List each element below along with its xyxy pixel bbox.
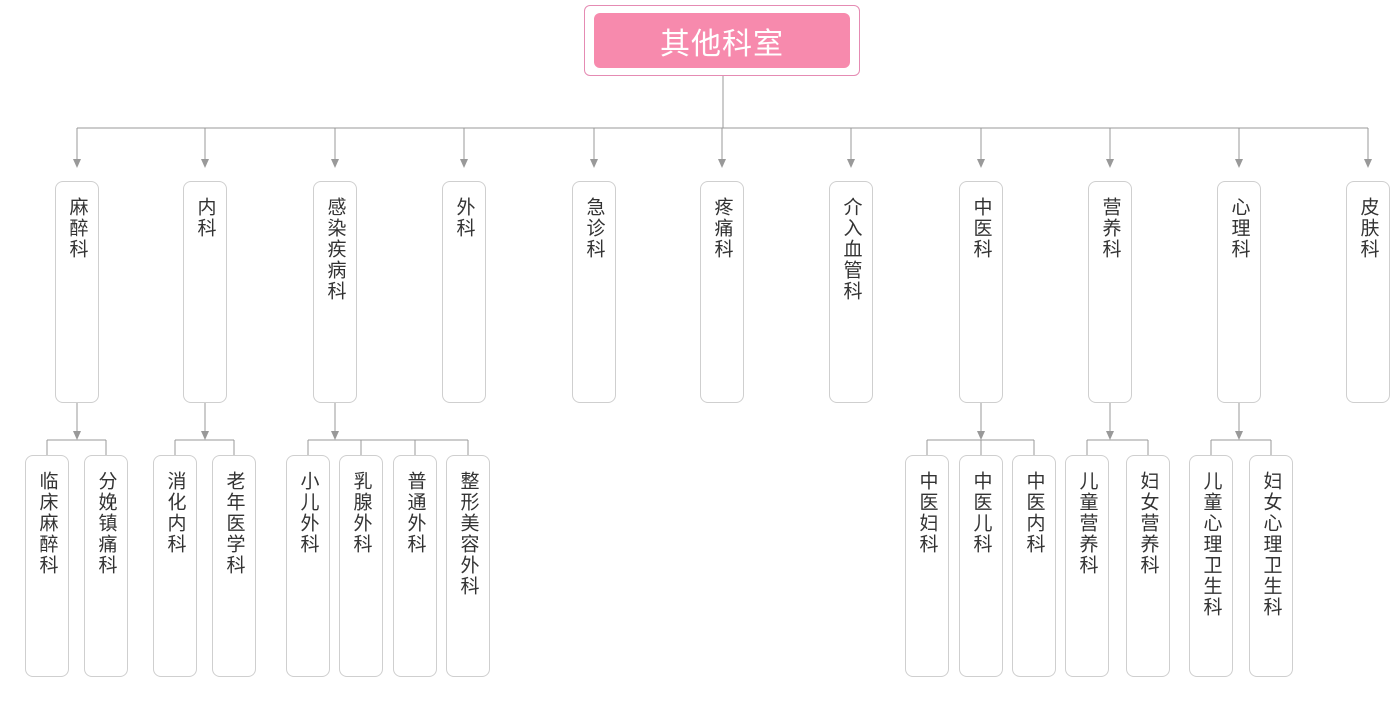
sub-department-node: 整形美容外科	[446, 455, 490, 677]
dept-arrow	[201, 159, 209, 168]
department-node-label: 皮肤科	[1357, 197, 1380, 260]
dept-arrow	[460, 159, 468, 168]
sub-department-node: 消化内科	[153, 455, 197, 677]
sub-department-node-label: 整形美容外科	[457, 471, 480, 597]
sub-department-node-label: 分娩镇痛科	[95, 471, 118, 576]
department-node: 中医科	[959, 181, 1003, 403]
sub-department-node-label: 儿童营养科	[1076, 471, 1099, 576]
sub-department-node: 分娩镇痛科	[84, 455, 128, 677]
dept-arrow	[977, 159, 985, 168]
sub-arrow	[331, 431, 339, 440]
dept-arrow	[73, 159, 81, 168]
department-node-label: 外科	[453, 197, 476, 239]
department-node: 麻醉科	[55, 181, 99, 403]
sub-department-node-label: 中医儿科	[970, 471, 993, 555]
sub-department-node: 儿童营养科	[1065, 455, 1109, 677]
sub-department-node-label: 小儿外科	[297, 471, 320, 555]
department-node: 疼痛科	[700, 181, 744, 403]
root-node-label: 其他科室	[594, 13, 850, 68]
sub-arrow	[201, 431, 209, 440]
sub-department-node: 妇女营养科	[1126, 455, 1170, 677]
sub-department-node: 小儿外科	[286, 455, 330, 677]
sub-department-node-label: 消化内科	[164, 471, 187, 555]
department-node-label: 感染疾病科	[324, 197, 347, 302]
sub-department-node: 乳腺外科	[339, 455, 383, 677]
sub-department-node: 普通外科	[393, 455, 437, 677]
sub-arrow	[977, 431, 985, 440]
dept-arrow	[331, 159, 339, 168]
dept-arrow	[1106, 159, 1114, 168]
department-node-label: 心理科	[1228, 197, 1251, 260]
root-node: 其他科室	[584, 5, 860, 76]
department-node: 心理科	[1217, 181, 1261, 403]
sub-arrow	[73, 431, 81, 440]
sub-department-node: 中医妇科	[905, 455, 949, 677]
department-node-label: 急诊科	[583, 197, 606, 260]
department-node: 介入血管科	[829, 181, 873, 403]
sub-department-node: 中医儿科	[959, 455, 1003, 677]
sub-department-node: 儿童心理卫生科	[1189, 455, 1233, 677]
sub-department-node-label: 中医内科	[1023, 471, 1046, 555]
department-node-label: 疼痛科	[711, 197, 734, 260]
department-node: 内科	[183, 181, 227, 403]
dept-arrow	[1364, 159, 1372, 168]
department-node: 急诊科	[572, 181, 616, 403]
sub-department-node-label: 老年医学科	[223, 471, 246, 576]
sub-department-node-label: 妇女营养科	[1137, 471, 1160, 576]
department-node: 营养科	[1088, 181, 1132, 403]
sub-department-node: 中医内科	[1012, 455, 1056, 677]
department-node: 感染疾病科	[313, 181, 357, 403]
department-node-label: 介入血管科	[840, 197, 863, 302]
sub-department-node-label: 中医妇科	[916, 471, 939, 555]
sub-department-node: 临床麻醉科	[25, 455, 69, 677]
sub-department-node: 妇女心理卫生科	[1249, 455, 1293, 677]
dept-arrow	[1235, 159, 1243, 168]
department-node-label: 麻醉科	[66, 197, 89, 260]
dept-arrow	[590, 159, 598, 168]
sub-department-node-label: 乳腺外科	[350, 471, 373, 555]
department-node: 皮肤科	[1346, 181, 1390, 403]
dept-arrow	[718, 159, 726, 168]
department-node-label: 内科	[194, 197, 217, 239]
sub-department-node-label: 儿童心理卫生科	[1200, 471, 1223, 618]
department-node: 外科	[442, 181, 486, 403]
sub-department-node-label: 临床麻醉科	[36, 471, 59, 576]
sub-department-node-label: 妇女心理卫生科	[1260, 471, 1283, 618]
sub-department-node-label: 普通外科	[404, 471, 427, 555]
dept-arrow	[847, 159, 855, 168]
sub-department-node: 老年医学科	[212, 455, 256, 677]
department-node-label: 中医科	[970, 197, 993, 260]
sub-arrow	[1235, 431, 1243, 440]
sub-arrow	[1106, 431, 1114, 440]
department-node-label: 营养科	[1099, 197, 1122, 260]
